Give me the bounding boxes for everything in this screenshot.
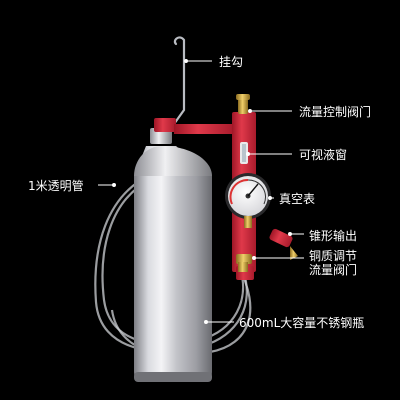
cone-output-label: 锥形输出 [309, 229, 358, 243]
brass-valve-label-line2: 流量阀门 [309, 263, 358, 277]
vacuum-gauge-label: 真空表 [279, 192, 316, 206]
vacuum-gauge-icon [225, 173, 271, 228]
sight-window-label: 可视液窗 [299, 148, 348, 162]
tube-label: 1米透明管 [28, 179, 84, 193]
brass-valve-label-line1: 铜质调节 [309, 249, 358, 263]
stainless-bottle-icon [134, 128, 212, 382]
hook-icon [172, 36, 186, 126]
flow-valve-label: 流量控制阀门 [299, 105, 372, 119]
callout-lines [98, 59, 304, 324]
brass-fitting-icon [236, 94, 298, 272]
bottle-label: 600mL大容量不锈钢瓶 [239, 316, 365, 330]
brass-valve-label: 铜质调节 流量阀门 [309, 249, 357, 277]
hook-label: 挂勾 [219, 55, 244, 69]
